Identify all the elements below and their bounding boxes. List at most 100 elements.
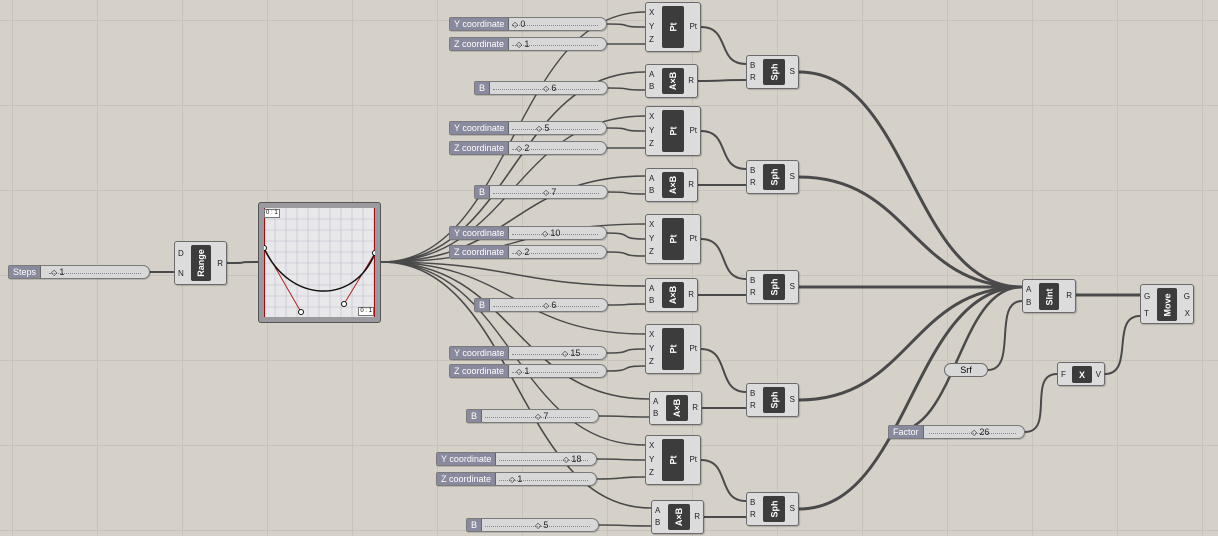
wire	[987, 300, 1023, 371]
sphere-component-title: Sph	[769, 500, 779, 518]
b-slider-value[interactable]: 6	[543, 82, 556, 94]
sphere-component-input: B	[750, 389, 756, 398]
slider-track	[512, 145, 598, 150]
b-slider[interactable]: B6	[474, 298, 608, 312]
multiply-component-output: R	[688, 76, 694, 85]
pt-component-output: Pt	[689, 126, 697, 135]
wire	[606, 348, 646, 354]
sphere-component-input: B	[750, 498, 756, 507]
b-slider-value[interactable]: 5	[535, 519, 548, 531]
pt-component-input: X	[649, 441, 655, 450]
factor-slider[interactable]: Factor 26	[888, 425, 1025, 439]
wire	[700, 348, 747, 393]
pt-component-title: Pt	[668, 344, 678, 354]
pt-component-input: X	[649, 112, 655, 121]
wire	[700, 459, 747, 502]
steps-slider[interactable]: Steps 1	[8, 265, 150, 279]
srf-parameter[interactable]: Srf	[944, 363, 988, 377]
b-slider[interactable]: B7	[474, 185, 608, 199]
range-component[interactable]: D N Range R	[174, 241, 227, 285]
z-coordinate-slider[interactable]: Z coordinate1	[449, 364, 607, 378]
b-slider-value[interactable]: 7	[543, 186, 556, 198]
sphere-component-output: S	[789, 172, 795, 181]
pt-component-core: Pt	[662, 218, 684, 260]
y-coordinate-slider-value[interactable]: 0	[512, 18, 525, 30]
y-coordinate-slider-value[interactable]: 10	[542, 227, 560, 239]
graph-mapper[interactable]: 0 : 1 0 : 1	[258, 202, 381, 323]
sphere-component-output: S	[789, 67, 795, 76]
y-coordinate-slider-value[interactable]: 18	[563, 453, 581, 465]
pt-component-input: Z	[649, 139, 654, 148]
sphere-component-output: S	[789, 504, 795, 513]
multiply-component-input: A	[655, 506, 661, 515]
sphere-component-core: Sph	[763, 59, 785, 85]
move-input-t: T	[1144, 309, 1149, 318]
unit-x-component[interactable]: F X V	[1057, 362, 1105, 386]
sphere-component-input: R	[750, 288, 756, 297]
z-coordinate-slider-value[interactable]: 2	[516, 142, 529, 154]
z-coordinate-slider-label: Z coordinate	[450, 38, 510, 50]
z-coordinate-slider-value[interactable]: 1	[509, 473, 522, 485]
wire	[380, 261, 646, 287]
pt-component-core: Pt	[662, 110, 684, 152]
y-coordinate-slider[interactable]: Y coordinate18	[436, 452, 597, 466]
multiply-component-input: B	[649, 186, 655, 195]
y-coordinate-slider-label: Y coordinate	[450, 122, 510, 134]
b-slider[interactable]: B5	[466, 518, 599, 532]
multiply-component-core: A×B	[668, 504, 690, 530]
z-coordinate-slider[interactable]: Z coordinate2	[449, 141, 607, 155]
multiply-component-input: A	[649, 70, 655, 79]
srf-label: Srf	[960, 365, 972, 375]
b-slider-label: B	[467, 410, 483, 422]
pt-component-input: X	[649, 220, 655, 229]
graph-plot[interactable]	[261, 208, 378, 317]
wire	[598, 524, 652, 527]
y-coordinate-slider[interactable]: Y coordinate0	[449, 17, 607, 31]
z-coordinate-slider-value[interactable]: 1	[516, 38, 529, 50]
pt-component-output: Pt	[689, 22, 697, 31]
b-slider[interactable]: B6	[474, 81, 608, 95]
y-coordinate-slider[interactable]: Y coordinate10	[449, 226, 607, 240]
factor-slider-value[interactable]: 26	[971, 426, 989, 438]
wire	[606, 251, 646, 257]
move-component[interactable]: G T Move G X	[1140, 284, 1194, 324]
b-slider-value[interactable]: 6	[543, 299, 556, 311]
pt-component-core: Pt	[662, 439, 684, 481]
wire	[798, 285, 1023, 402]
b-slider[interactable]: B7	[466, 409, 599, 423]
z-coordinate-slider[interactable]: Z coordinate1	[436, 472, 597, 486]
z-coordinate-slider-value[interactable]: 2	[516, 246, 529, 258]
z-coordinate-slider[interactable]: Z coordinate2	[449, 245, 607, 259]
sint-component[interactable]: A B SInt R	[1022, 279, 1076, 313]
wire	[697, 79, 747, 82]
z-coordinate-slider[interactable]: Z coordinate 1	[449, 37, 607, 51]
y-coordinate-slider[interactable]: Y coordinate15	[449, 346, 607, 360]
y-coordinate-slider-value[interactable]: 15	[562, 347, 580, 359]
pt-component-title: Pt	[668, 455, 678, 465]
wire	[798, 285, 1023, 511]
multiply-component-core: A×B	[666, 395, 688, 421]
z-coordinate-slider-value[interactable]: 1	[516, 365, 529, 377]
y-coordinate-slider[interactable]: Y coordinate 5	[449, 121, 607, 135]
multiply-component-title: A×B	[671, 398, 682, 418]
multiply-component-output: R	[688, 290, 694, 299]
y-coordinate-slider-value[interactable]: 5	[536, 122, 549, 134]
steps-slider-value[interactable]: 1	[51, 266, 64, 278]
b-slider-value[interactable]: 7	[535, 410, 548, 422]
